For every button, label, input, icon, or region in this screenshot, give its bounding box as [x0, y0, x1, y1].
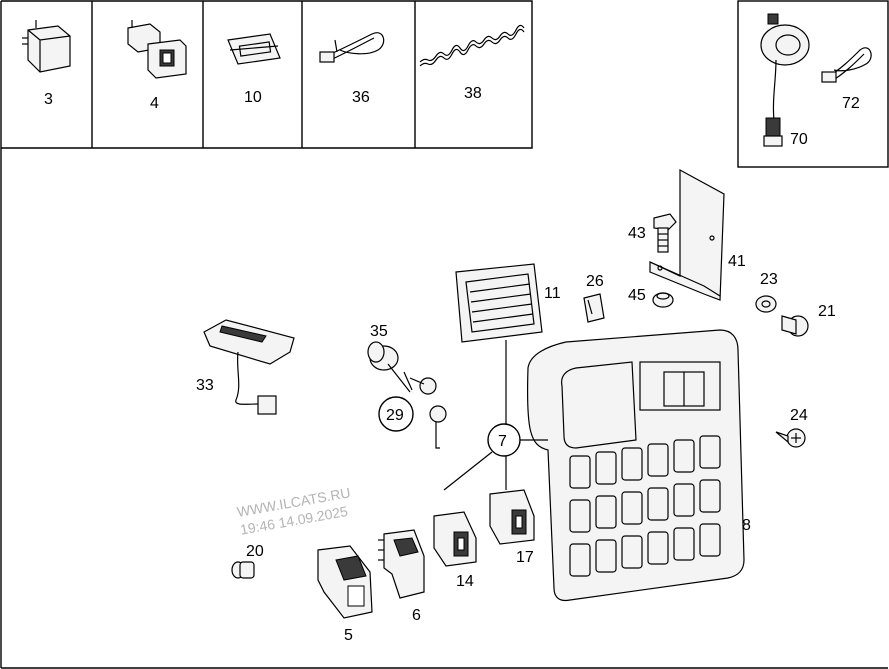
label-3: 3	[44, 91, 53, 108]
part-45-nut[interactable]: 45	[628, 287, 674, 308]
label-45: 45	[628, 287, 646, 304]
part-8-panel[interactable]: 8	[526, 329, 751, 602]
part-3-relay[interactable]: 3	[22, 20, 71, 108]
label-38: 38	[464, 85, 482, 102]
label-41: 41	[728, 253, 746, 270]
part-24-screw[interactable]: 24	[775, 407, 808, 448]
part-10-fuse[interactable]: 10	[227, 33, 281, 106]
callout-7[interactable]: 7	[443, 340, 548, 491]
part-6-switch[interactable]: 6	[378, 529, 425, 624]
label-23: 23	[760, 271, 778, 288]
label-21: 21	[818, 303, 836, 320]
part-26-clip[interactable]: 26	[583, 273, 605, 323]
label-11: 11	[544, 285, 561, 302]
part-23-washer[interactable]: 23	[755, 271, 778, 313]
watermark: WWW.ILCATS.RU 19:46 14.09.2025	[236, 484, 352, 537]
part-20-bulb[interactable]: 20	[231, 543, 264, 579]
label-36: 36	[352, 89, 370, 106]
part-70-buzzer[interactable]: 70	[760, 13, 810, 148]
panel-switch-cutouts	[569, 435, 721, 577]
label-26: 26	[586, 273, 604, 290]
part-29-keys[interactable]: 29	[378, 371, 447, 449]
label-17: 17	[516, 549, 534, 566]
part-4-socket[interactable]: 4	[127, 20, 187, 112]
label-24: 24	[790, 407, 808, 424]
label-20: 20	[246, 543, 264, 560]
part-17-switch[interactable]: 17	[489, 489, 535, 566]
label-10: 10	[244, 89, 262, 106]
part-35-lock[interactable]: 35	[367, 323, 411, 393]
part-11-vent[interactable]: 11	[455, 263, 561, 343]
label-5: 5	[344, 627, 353, 644]
part-41-bracket[interactable]: 41	[649, 168, 746, 301]
label-6: 6	[412, 607, 421, 624]
part-5-switch[interactable]: 5	[317, 545, 373, 644]
label-70: 70	[790, 131, 808, 148]
label-72: 72	[842, 95, 860, 112]
part-38-strip[interactable]: 38	[419, 24, 525, 102]
label-29: 29	[386, 407, 404, 424]
part-21-screw[interactable]: 21	[781, 303, 836, 337]
part-43-bolt[interactable]: 43	[628, 213, 677, 253]
part-72-cable-tie[interactable]: 72	[821, 47, 872, 112]
part-14-switch[interactable]: 14	[433, 511, 477, 590]
label-35: 35	[370, 323, 388, 340]
label-8: 8	[742, 517, 751, 534]
part-33-lamp[interactable]: 33	[196, 319, 295, 415]
label-4: 4	[150, 95, 159, 112]
part-36-cable-tie[interactable]: 36	[319, 32, 385, 106]
label-33: 33	[196, 377, 214, 394]
label-14: 14	[456, 573, 474, 590]
label-43: 43	[628, 225, 646, 242]
label-7: 7	[498, 433, 507, 450]
